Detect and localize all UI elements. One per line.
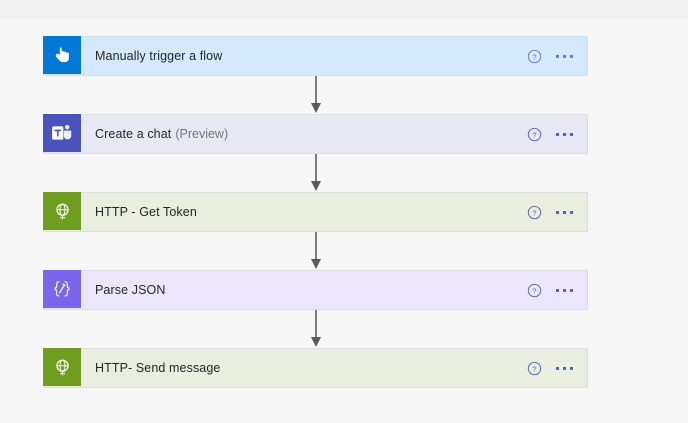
flow-step-title: HTTP - Get Token <box>95 205 197 219</box>
flow-step-actions: ? <box>527 349 587 387</box>
flow-step-actions: ? <box>527 37 587 75</box>
json-braces-icon <box>43 270 81 308</box>
flow-step-label-group: Parse JSON <box>82 271 527 309</box>
globe-icon <box>43 192 81 230</box>
connector-arrow-1 <box>43 76 588 114</box>
svg-text:?: ? <box>532 130 536 139</box>
help-icon[interactable]: ? <box>527 49 542 64</box>
connector-arrow-3 <box>43 232 588 270</box>
window-top-band <box>0 0 688 19</box>
touch-pointer-icon <box>43 36 81 74</box>
flow-step-http-get-token[interactable]: HTTP - Get Token ? <box>43 192 588 232</box>
flow-step-label-group: HTTP- Send message <box>82 349 527 387</box>
flow-step-label-group: HTTP - Get Token <box>82 193 527 231</box>
flow-step-create-a-chat[interactable]: Create a chat (Preview) ? <box>43 114 588 154</box>
flow-canvas: Manually trigger a flow ? <box>43 36 588 388</box>
connector-arrow-4 <box>43 310 588 348</box>
flow-step-label-group: Create a chat (Preview) <box>82 115 527 153</box>
svg-text:?: ? <box>532 208 536 217</box>
flow-step-http-send-message[interactable]: HTTP- Send message ? <box>43 348 588 388</box>
overflow-menu-icon[interactable] <box>556 366 573 370</box>
help-icon[interactable]: ? <box>527 205 542 220</box>
help-icon[interactable]: ? <box>527 127 542 142</box>
help-icon[interactable]: ? <box>527 361 542 376</box>
flow-step-title: HTTP- Send message <box>95 361 221 375</box>
globe-icon <box>43 348 81 386</box>
flow-step-actions: ? <box>527 193 587 231</box>
flow-step-manually-trigger-a-flow[interactable]: Manually trigger a flow ? <box>43 36 588 76</box>
overflow-menu-icon[interactable] <box>556 132 573 136</box>
svg-text:?: ? <box>532 286 536 295</box>
help-icon[interactable]: ? <box>527 283 542 298</box>
microsoft-teams-icon <box>43 114 81 152</box>
flow-step-label-group: Manually trigger a flow <box>82 37 527 75</box>
flow-step-actions: ? <box>527 271 587 309</box>
flow-step-parse-json[interactable]: Parse JSON ? <box>43 270 588 310</box>
overflow-menu-icon[interactable] <box>556 288 573 292</box>
flow-step-title: Parse JSON <box>95 283 166 297</box>
connector-arrow-2 <box>43 154 588 192</box>
overflow-menu-icon[interactable] <box>556 54 573 58</box>
flow-step-subtitle: (Preview) <box>175 127 229 141</box>
overflow-menu-icon[interactable] <box>556 210 573 214</box>
flow-step-actions: ? <box>527 115 587 153</box>
flow-step-title: Manually trigger a flow <box>95 49 223 63</box>
flow-step-title: Create a chat <box>95 127 172 141</box>
svg-text:?: ? <box>532 52 536 61</box>
svg-text:?: ? <box>532 364 536 373</box>
